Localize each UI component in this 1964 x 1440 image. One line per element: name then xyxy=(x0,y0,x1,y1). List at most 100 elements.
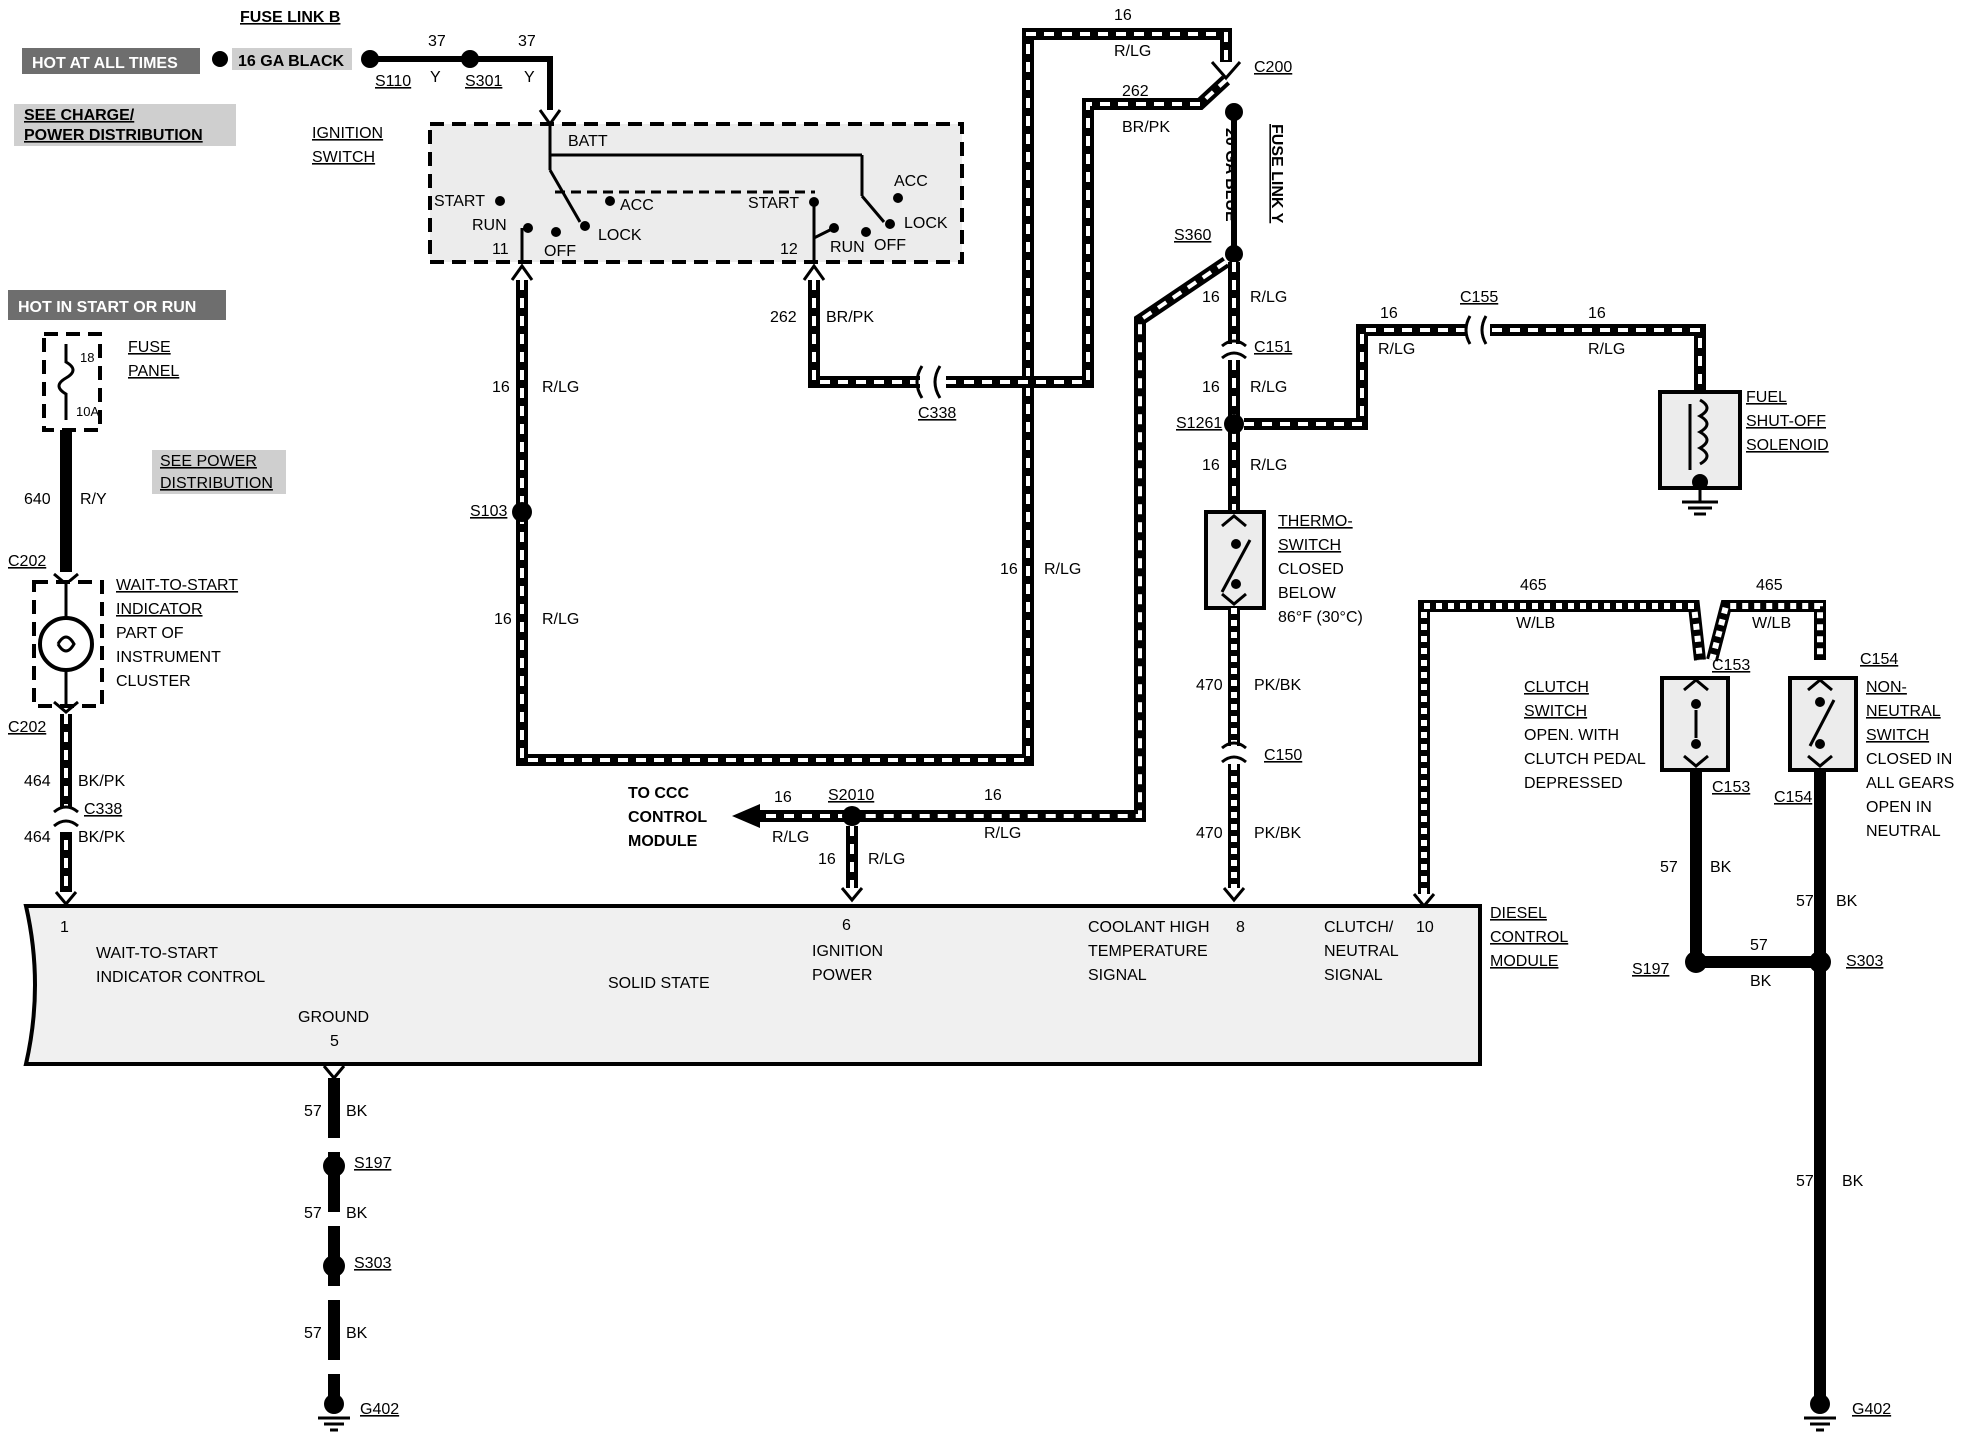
c202b-label: C202 xyxy=(8,719,46,736)
wire-bk-right-label: BK xyxy=(1842,1173,1864,1190)
wts-label-5: CLUSTER xyxy=(116,673,191,690)
fuel-solenoid-coil-icon xyxy=(1696,398,1709,466)
wire-ry-label: R/Y xyxy=(80,491,107,508)
wire-pkbka-label: PK/BK xyxy=(1254,677,1301,694)
wire-wlbb-label: W/LB xyxy=(1752,615,1791,632)
fuse-link-y-label: FUSE LINK Y xyxy=(1268,124,1285,224)
connector-c200 xyxy=(1210,61,1242,81)
wire-brpk-ign-label: BR/PK xyxy=(826,309,874,326)
wire-57-mid-label: 57 xyxy=(1750,937,1768,954)
wire-rlg-s1261-label: R/LG xyxy=(1250,379,1287,396)
wire-rlg-c155b-label: R/LG xyxy=(1588,341,1625,358)
thermo-switch-box xyxy=(1204,510,1266,610)
splice-s197-left xyxy=(323,1155,345,1177)
clutch-label-3: OPEN. WITH xyxy=(1524,727,1619,744)
splice-s1261 xyxy=(1224,414,1244,434)
connector-c338-left xyxy=(53,805,79,828)
wire-465b-label: 465 xyxy=(1756,577,1783,594)
wire-bk-c154-label: BK xyxy=(1836,893,1858,910)
wire-57-c154-label: 57 xyxy=(1796,893,1814,910)
s2010-label: S2010 xyxy=(828,787,874,804)
wire-rlg-c155a-label: R/LG xyxy=(1378,341,1415,358)
connector-c151 xyxy=(1221,339,1247,360)
ground-g402-right-icon xyxy=(1804,1416,1836,1432)
wire-464b-label: 464 xyxy=(24,829,51,846)
nonneutral-switch-contact-bottom xyxy=(1815,739,1825,749)
c338-gap xyxy=(920,368,946,398)
wire-57-right-label: 57 xyxy=(1796,1173,1814,1190)
wire-37a-label: 37 xyxy=(428,33,446,50)
ign-lock-contact-a xyxy=(580,221,590,231)
ign-pin11-label: 11 xyxy=(492,241,509,258)
thermo-switch-arm xyxy=(1220,539,1252,593)
wire-57-gnd2-label: 57 xyxy=(304,1205,322,1222)
wire-bk-mid-label: BK xyxy=(1750,973,1772,990)
to-ccc-label-2: CONTROL xyxy=(628,809,707,826)
wire-16-left-label: 16 xyxy=(492,379,510,396)
clutch-switch-contact-bottom xyxy=(1691,739,1701,749)
nonneutral-label-6: OPEN IN xyxy=(1866,799,1932,816)
splice-s301 xyxy=(461,50,479,68)
wire-rlg-left2-label: R/LG xyxy=(542,611,579,628)
dcm-pin1-label: 1 xyxy=(60,919,69,936)
wire-rlg-thermo-label: R/LG xyxy=(1250,457,1287,474)
see-power-1: SEE POWER xyxy=(160,453,257,470)
s301-label: S301 xyxy=(465,73,502,90)
fuse-panel-label-2: PANEL xyxy=(128,363,179,380)
g402-left-label: G402 xyxy=(360,1401,399,1418)
dcm-solid-state-label: SOLID STATE xyxy=(608,975,710,992)
c151-label: C151 xyxy=(1254,339,1292,356)
wire-16-ccc-label: 16 xyxy=(774,789,792,806)
wire-bk-gnd1-label: BK xyxy=(346,1103,368,1120)
nonneutral-label-4: CLOSED IN xyxy=(1866,751,1952,768)
diesel-control-module-box xyxy=(23,904,1482,1066)
wire-rlg-s2010b-label: R/LG xyxy=(984,825,1021,842)
wire-wlb-465-b-hatch xyxy=(1709,603,1823,661)
nonneutral-label-3: SWITCH xyxy=(1866,727,1929,744)
ignition-batt-connector xyxy=(538,109,562,127)
fuel-label-1: FUEL xyxy=(1746,389,1787,406)
clutch-label-5: DEPRESSED xyxy=(1524,775,1623,792)
connector-c155 xyxy=(1464,315,1488,345)
dcm-pin5-label: 5 xyxy=(330,1033,339,1050)
dcm-coolant-2: TEMPERATURE xyxy=(1088,943,1208,960)
wire-yb-label: Y xyxy=(524,69,535,86)
clutch-switch-contact-top xyxy=(1691,699,1701,709)
ign-lock-label-a: LOCK xyxy=(598,227,642,244)
wire-pkbkb-label: PK/BK xyxy=(1254,825,1301,842)
dcm-clutch-signal-3: SIGNAL xyxy=(1324,967,1383,984)
ign-off-label-a: OFF xyxy=(544,243,576,260)
wire-16-s2010-label: 16 xyxy=(818,851,836,868)
hot-at-all-times-badge xyxy=(22,48,200,74)
hot-at-all-times-text: HOT AT ALL TIMES xyxy=(32,55,178,72)
wire-262-top-label: 262 xyxy=(1122,83,1149,100)
wire-rlg-fuel-solenoid xyxy=(1244,324,1706,430)
wire-16-thermo-label: 16 xyxy=(1202,457,1220,474)
splice-s2010 xyxy=(842,806,862,826)
wire-rlg-s2010-label: R/LG xyxy=(868,851,905,868)
connector-c150 xyxy=(1221,741,1247,764)
ground-g402-left-dot xyxy=(324,1394,344,1414)
see-charge-bg xyxy=(14,104,236,146)
clutch-switch-top-connector xyxy=(1683,678,1709,692)
see-power-bg xyxy=(152,450,286,494)
splice-s303-left xyxy=(323,1255,345,1277)
thermo-label-1: THERMO- xyxy=(1278,513,1353,530)
wire-wlb-465-a-hatch xyxy=(1421,603,1703,894)
diesel-label-2: CONTROL xyxy=(1490,929,1568,946)
ign-acc-contact-a xyxy=(605,196,615,206)
dcm-coolant-1: COOLANT HIGH xyxy=(1088,919,1210,936)
wire-262-ign-label: 262 xyxy=(770,309,797,326)
dcm-wts-control-2: INDICATOR CONTROL xyxy=(96,969,265,986)
wire-wlb-465-a xyxy=(1418,600,1706,894)
fuel-shutoff-solenoid-box xyxy=(1658,390,1742,490)
ign-start-label-b: START xyxy=(748,195,799,212)
ign-off-label-b: OFF xyxy=(874,237,906,254)
dcm-pin8-connector xyxy=(1222,887,1246,903)
wire-37-b xyxy=(478,56,553,110)
wire-57-gnd3-label: 57 xyxy=(304,1325,322,1342)
wire-57-gnd1-label: 57 xyxy=(304,1103,322,1120)
c154a-label: C154 xyxy=(1860,651,1898,668)
splice-s303-right xyxy=(1809,951,1831,973)
